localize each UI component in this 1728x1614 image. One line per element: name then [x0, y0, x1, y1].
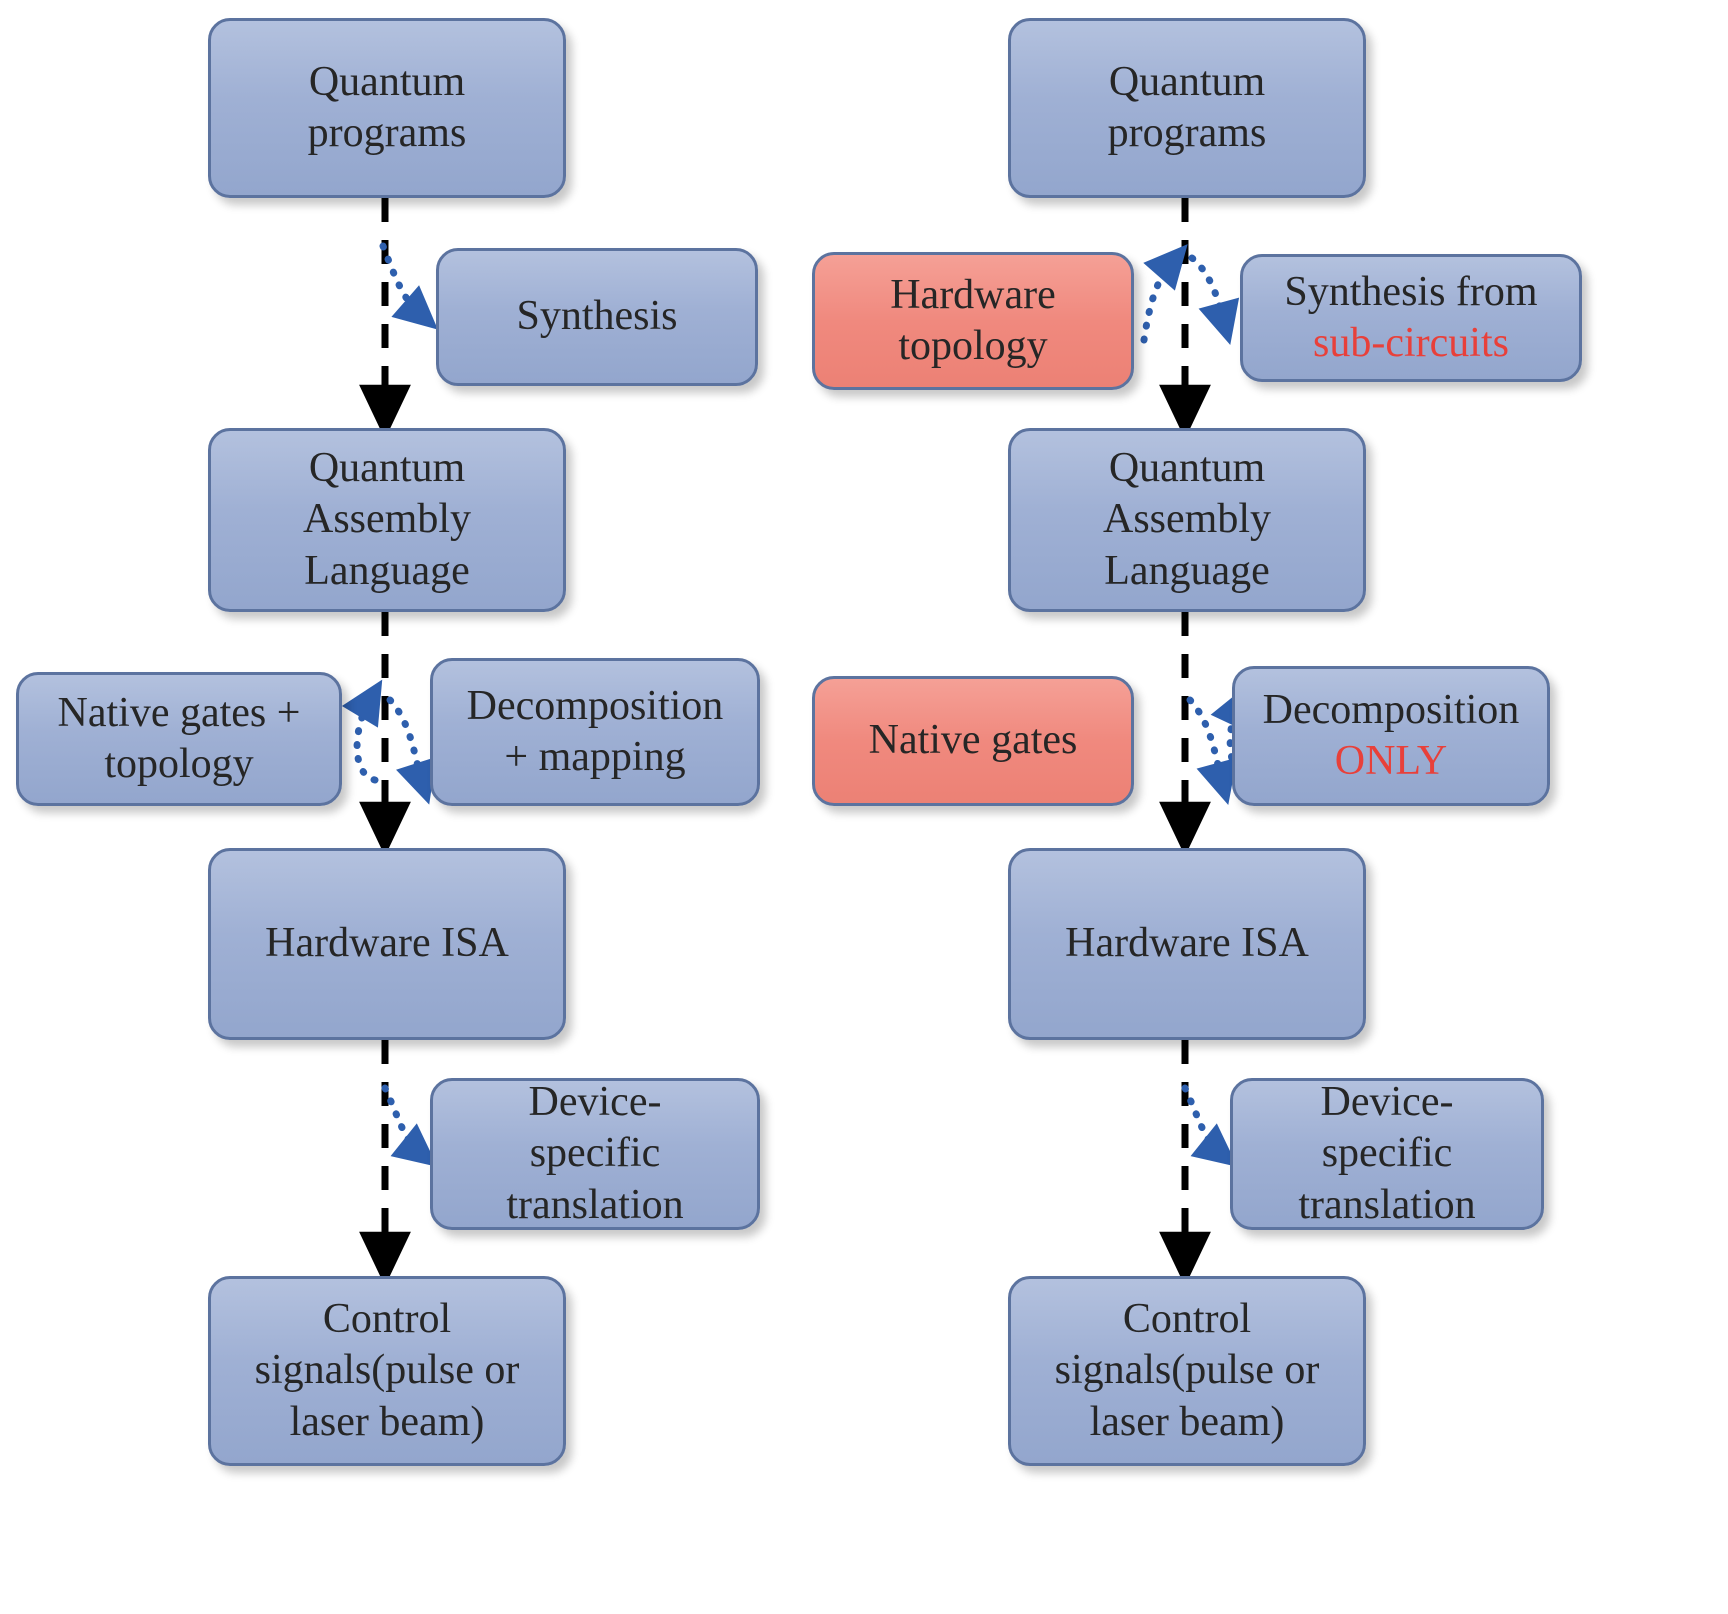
dotted-left-line-to-decomposition [386, 696, 437, 805]
node-hardware-isa-right[interactable]: Hardware ISA [1008, 848, 1366, 1040]
node-native-gates-right[interactable]: Native gates [812, 676, 1134, 806]
highlight-text: ONLY [1334, 738, 1448, 784]
dotted-left-nativegates-to-line [341, 679, 383, 784]
dotted-right-topology-to-line [1140, 244, 1188, 344]
highlight-text: sub-circuits [1313, 320, 1509, 366]
node-synthesis-left[interactable]: Synthesis [436, 248, 758, 386]
node-native-gates-topology-left[interactable]: Native gates +topology [16, 672, 342, 806]
node-label: Hardware ISA [265, 920, 509, 967]
node-label: Decomposition+ mapping [466, 682, 724, 780]
dotted-left-to-synthesis [379, 242, 438, 330]
dotted-right-to-device-translation [1181, 1084, 1238, 1167]
node-decomposition-mapping-left[interactable]: Decomposition+ mapping [430, 658, 760, 806]
node-hardware-isa-left[interactable]: Hardware ISA [208, 848, 566, 1040]
dotted-left-to-device-translation [381, 1084, 438, 1167]
dotted-right-line-to-decomposition [1186, 696, 1238, 805]
dotted-right-line-to-synthesis [1188, 254, 1240, 345]
node-label: Native gates [868, 717, 1078, 764]
node-label: Synthesis [516, 293, 678, 340]
node-label: Hardware ISA [1065, 920, 1309, 967]
node-label: Native gates +topology [57, 689, 301, 787]
